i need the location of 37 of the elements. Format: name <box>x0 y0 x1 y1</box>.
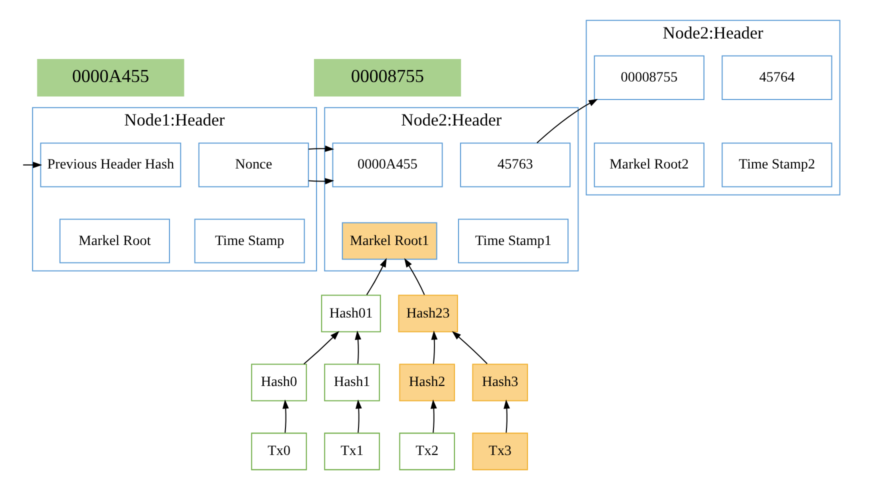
node-box: Markel Root <box>58 218 170 264</box>
node-box: Hash01 <box>320 294 380 332</box>
node-box: 00008755 <box>593 55 704 100</box>
node-box: Markel Root1 <box>341 222 437 260</box>
node-box: 45764 <box>721 55 832 100</box>
arrow <box>22 162 42 168</box>
node-box: 0000A455 <box>36 58 184 96</box>
arrow <box>355 400 362 433</box>
arrow <box>451 331 488 364</box>
node-box: Hash1 <box>324 364 380 402</box>
node-box: Hash3 <box>472 364 528 402</box>
node-box: Hash23 <box>398 294 458 332</box>
arrow <box>430 330 438 364</box>
node-box: Time Stamp1 <box>458 218 568 264</box>
node-box: Time Stamp <box>194 218 304 264</box>
node-box: Nonce <box>198 142 308 188</box>
node-box: Tx1 <box>324 432 380 470</box>
arrow <box>282 400 288 433</box>
node-box: Hash0 <box>250 364 306 402</box>
node-box: 00008755 <box>314 58 461 96</box>
arrow <box>430 400 436 433</box>
node-box: Time Stamp2 <box>721 142 832 188</box>
node-box: Markel Root2 <box>593 142 704 188</box>
node-box: 0000A455 <box>332 142 442 188</box>
node-box: Previous Header Hash <box>40 142 181 188</box>
arrow <box>404 258 424 295</box>
arrow <box>503 400 510 433</box>
node-box: 45763 <box>460 142 570 188</box>
node-box: Tx2 <box>398 432 454 470</box>
arrow <box>354 330 361 364</box>
node-box: Tx0 <box>250 432 306 470</box>
arrow <box>308 145 334 184</box>
arrow <box>536 98 598 144</box>
node-box: Hash2 <box>398 364 454 402</box>
node-box: Tx3 <box>472 432 528 470</box>
arrow <box>366 258 386 296</box>
arrow <box>303 331 339 364</box>
